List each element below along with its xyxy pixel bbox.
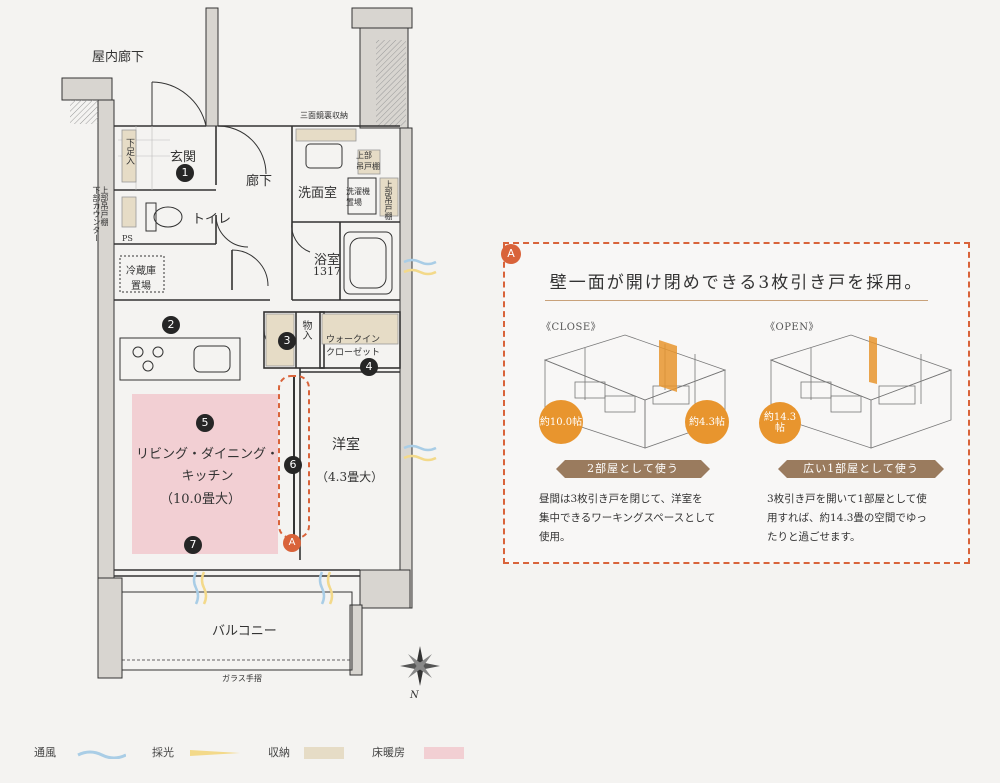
- label-living: リビング・ダイニング・ キッチン: [136, 447, 280, 484]
- marker-4: 4: [360, 358, 378, 376]
- label-corridor: 屋内廊下: [92, 50, 145, 65]
- floor-plan: 屋内廊下 玄関 廊下 洗面室 トイレ 浴室 1317 下足入 上部吊戸棚 下部カ…: [0, 0, 480, 720]
- sliding-door-callout: A 壁一面が開け閉めできる3枚引き戸を採用。 《CLOSE》 《OPEN》 約1…: [501, 242, 970, 564]
- legend-floor-heating-label: 床暖房: [372, 746, 405, 759]
- label-north: N: [410, 690, 419, 701]
- marker-7: 7: [184, 536, 202, 554]
- label-bath: 浴室: [314, 253, 341, 268]
- label-balcony: バルコニー: [212, 624, 277, 639]
- marker-3: 3: [278, 332, 296, 350]
- storage-counter: [121, 196, 137, 228]
- legend-ventilation-swatch: [77, 750, 126, 759]
- label-ps: PS: [122, 234, 133, 243]
- wall-balcony-right: [349, 604, 363, 676]
- close-illustration: [543, 334, 727, 449]
- legend-storage-swatch: [304, 747, 344, 759]
- open-size: 約14.3帖: [759, 402, 801, 444]
- storage-upper: [379, 177, 399, 217]
- legend-daylight-label: 採光: [152, 746, 174, 759]
- label-glass-rail: ガラス手摺: [222, 674, 262, 683]
- wall-top-center: [205, 7, 219, 127]
- wall-left: [97, 99, 115, 581]
- label-upper-cabinet: 上部 吊戸棚: [356, 151, 380, 171]
- label-three-mirror: 三面鏡裏収納: [300, 111, 348, 120]
- open-description: 3枚引き戸を開いて1部屋として使 用すれば、約14.3畳の空間でゆっ たりと過ご…: [767, 493, 927, 543]
- open-illustration: [769, 334, 953, 449]
- label-storage: 物入: [300, 320, 311, 340]
- label-fridge: 冷蔵庫 置場: [126, 266, 156, 292]
- close-size-a: 約10.0帖: [539, 400, 583, 444]
- label-shoe-storage: 下足入: [124, 138, 134, 165]
- label-counter: 上部吊戸棚 下部カウンター: [92, 186, 109, 242]
- label-washer: 洗濯機 置場: [346, 187, 370, 207]
- wall-top-left: [61, 77, 113, 101]
- compass-icon: [400, 646, 440, 686]
- label-upper-cabinet-2: 上部吊戸棚: [384, 180, 393, 220]
- marker-a: A: [283, 534, 301, 552]
- callout-badge: A: [501, 244, 521, 264]
- marker-2: 2: [162, 316, 180, 334]
- callout-title: 壁一面が開け閉めできる3枚引き戸を採用。: [549, 273, 924, 293]
- label-western-size: （4.3畳大）: [316, 470, 384, 484]
- label-hallway: 廊下: [246, 174, 273, 189]
- label-washroom: 洗面室: [298, 186, 338, 201]
- floor-plan-drawing: [61, 7, 440, 686]
- storage-mirror: [295, 128, 357, 142]
- label-western: 洋室: [332, 437, 360, 453]
- label-bath-size: 1317: [313, 265, 341, 278]
- storage-walkin: [321, 313, 399, 345]
- marker-5: 5: [196, 414, 214, 432]
- close-description: 昼間は3枚引き戸を閉じて、洋室を 集中できるワーキングスペースとして 使用。: [539, 493, 716, 543]
- legend-ventilation-label: 通風: [34, 746, 56, 759]
- open-label: 《OPEN》: [765, 322, 819, 333]
- legend-daylight-swatch: [190, 750, 240, 756]
- label-entrance: 玄関: [170, 150, 197, 165]
- label-walkin: ウォークイン クローゼット: [326, 335, 381, 358]
- close-pill: 2部屋として使う: [556, 460, 710, 478]
- open-pill: 広い1部屋として使う: [778, 460, 944, 478]
- close-size-b: 約4.3帖: [685, 400, 729, 444]
- wall-right: [399, 127, 413, 609]
- legend-floor-heating-swatch: [424, 747, 464, 759]
- wall-balcony-left: [97, 577, 123, 679]
- close-label: 《CLOSE》: [541, 322, 602, 333]
- label-toilet: トイレ: [192, 212, 232, 227]
- marker-1: 1: [176, 164, 194, 182]
- label-living-size: （10.0畳大）: [160, 492, 241, 507]
- marker-6: 6: [284, 456, 302, 474]
- callout-divider: [545, 300, 928, 301]
- legend-storage-label: 収納: [268, 746, 290, 759]
- storage-shoe: [121, 129, 137, 183]
